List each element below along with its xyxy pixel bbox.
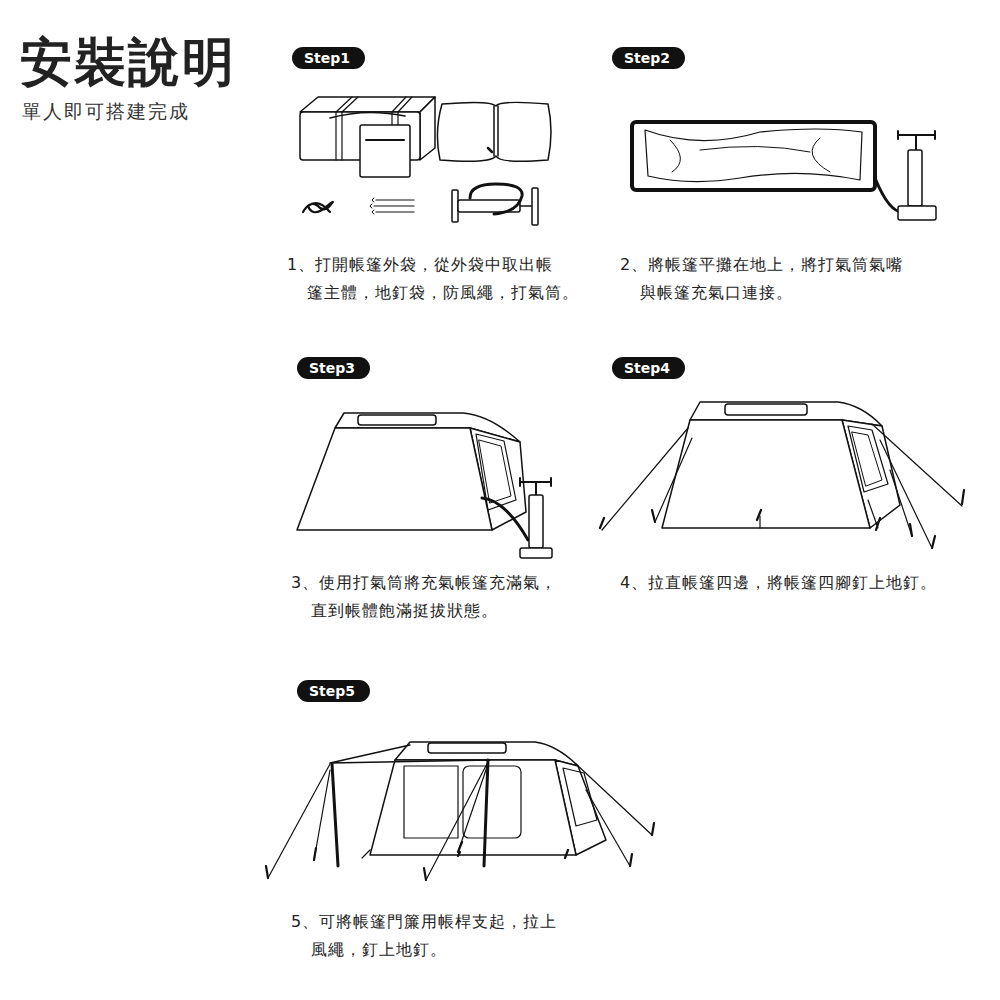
step-description: 4、拉直帳篷四邊，將帳篷四腳釘上地釘。: [620, 569, 990, 597]
staked-tent: [600, 402, 964, 548]
step-badge: Step2: [612, 47, 685, 69]
subtitle: 單人即可搭建完成: [22, 98, 190, 124]
step-badge: Step4: [612, 357, 685, 379]
step-label: Step3: [309, 360, 355, 376]
inflated-tent: [297, 413, 552, 558]
step-description: 1、打開帳篷外袋，從外袋中取出帳 篷主體，地釘袋，防風繩，打氣筒。: [287, 251, 597, 307]
step-badge: Step1: [292, 47, 365, 69]
page-title: 安裝說明: [20, 32, 236, 92]
step-description: 3、使用打氣筒將充氣帳篷充滿氣， 直到帳體飽滿挺拔狀態。: [291, 569, 601, 625]
step-label: Step5: [309, 683, 355, 699]
step-description: 2、將帳篷平攤在地上，將打氣筒氣嘴 與帳篷充氣口連接。: [620, 251, 930, 307]
accessories: [303, 184, 538, 225]
step-badge: Step3: [297, 357, 370, 379]
step-badge: Step5: [297, 680, 370, 702]
folded-tent: [437, 102, 551, 161]
flat-tent: [632, 122, 936, 220]
tent-bag: [300, 97, 435, 177]
step-label: Step4: [624, 360, 670, 376]
step-label: Step1: [304, 50, 350, 66]
step-description: 5、可將帳篷門簾用帳桿支起，拉上 風繩，釘上地釘。: [291, 908, 601, 964]
tent-with-awning: [266, 742, 654, 880]
step-label: Step2: [624, 50, 670, 66]
